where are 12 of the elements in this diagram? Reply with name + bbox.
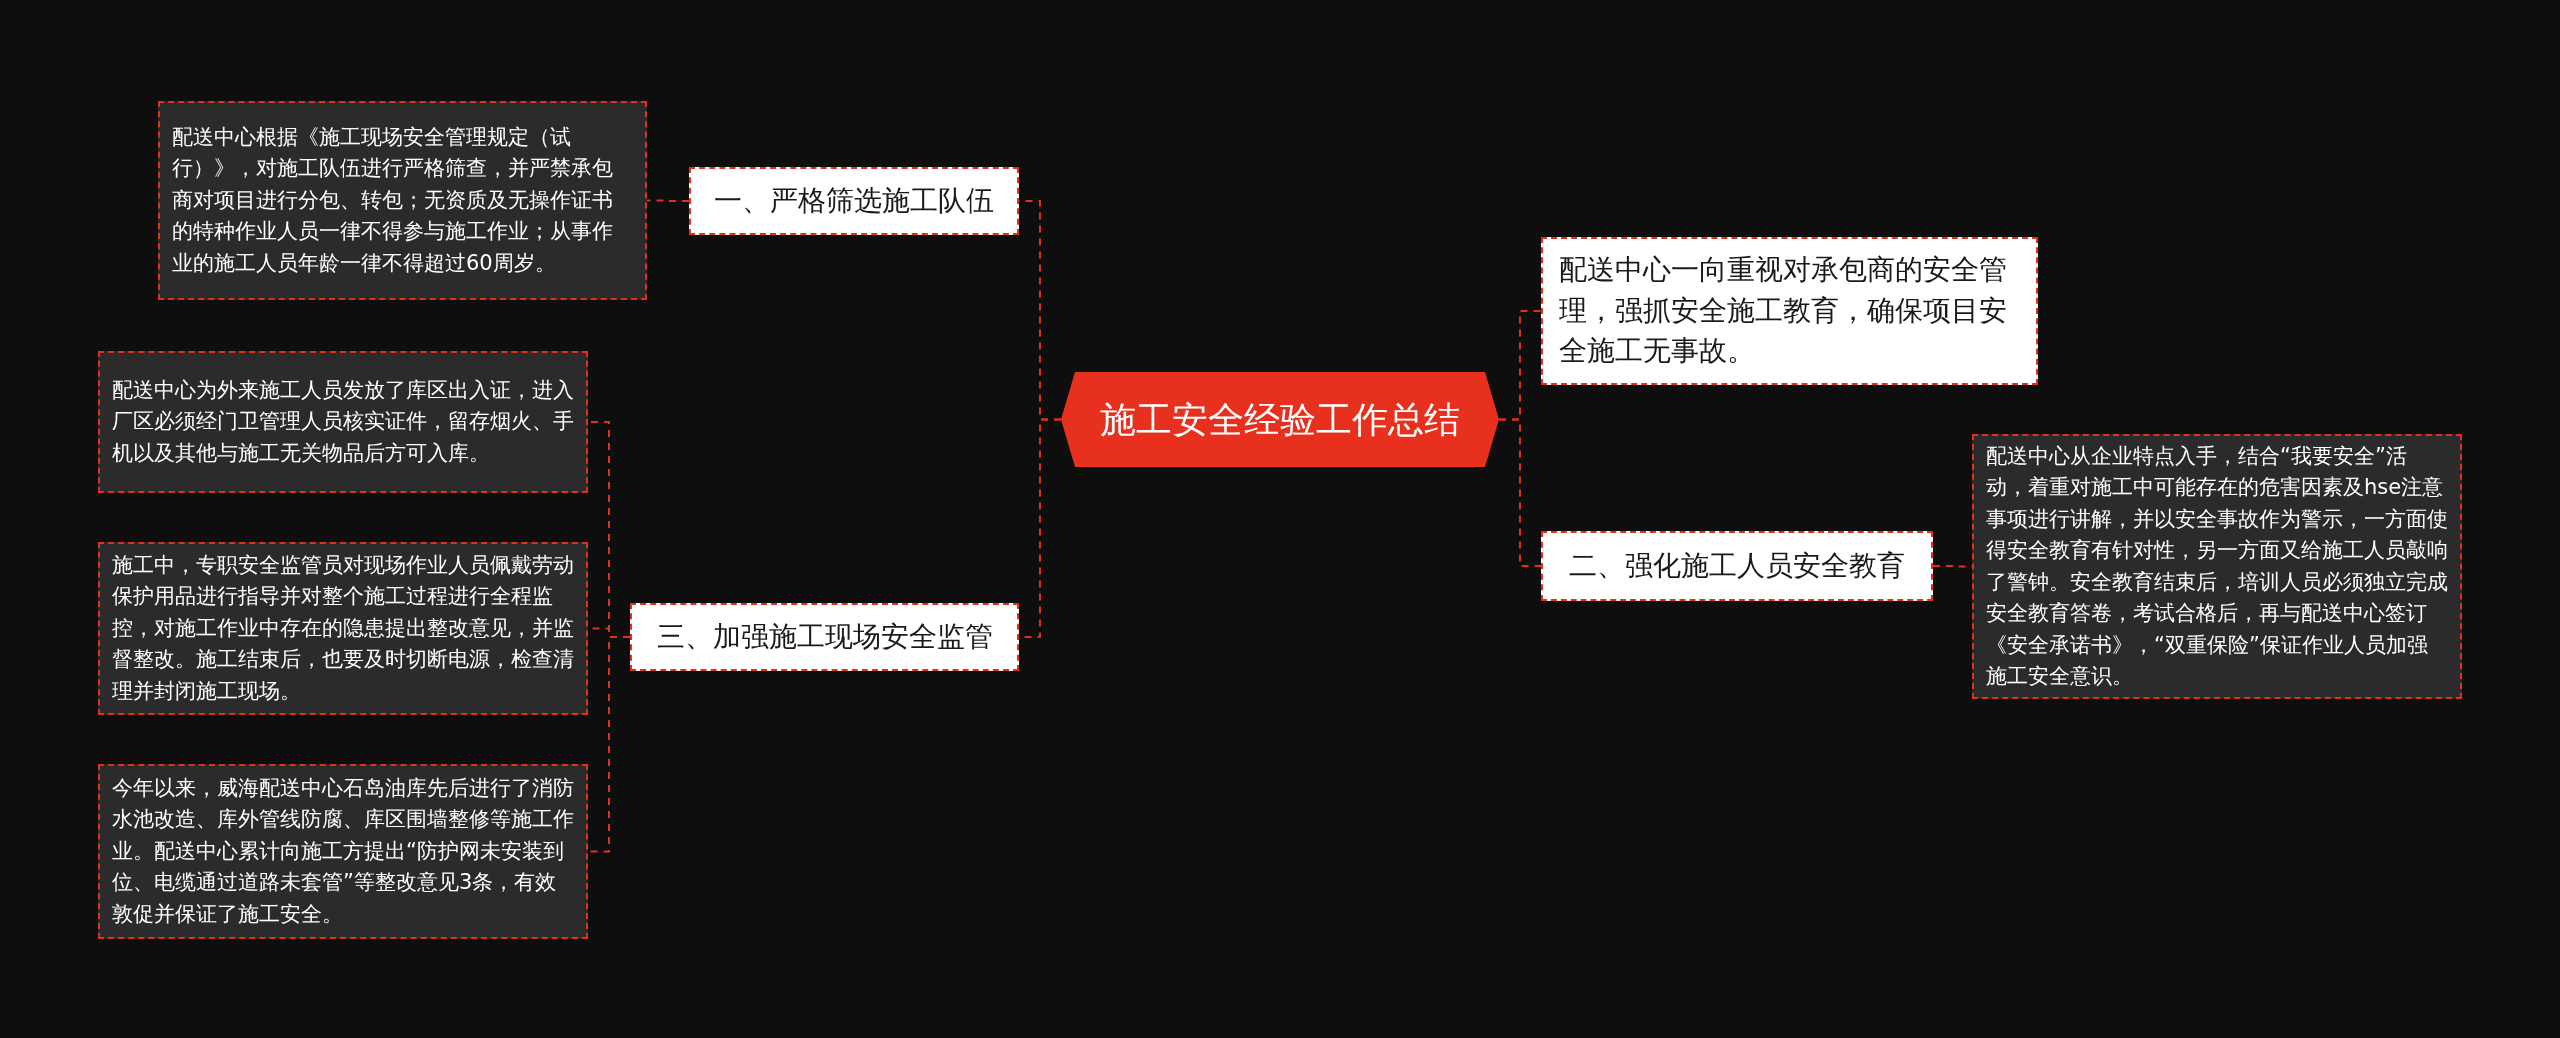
connector-line xyxy=(646,199,690,202)
topic-box: 三、加强施工现场安全监管 xyxy=(630,603,1019,671)
topic-box: 配送中心一向重视对承包商的安全管理，强抓安全施工教育，确保项目安全施工无事故。 xyxy=(1541,237,2038,385)
detail-box: 配送中心从企业特点入手，结合“我要安全”活动，着重对施工中可能存在的危害因素及hse注意事项进行讲解，并以安全事故作为警示，一方面使得安全教育有针对性，另一方面又给施工人员敲响了警钟。安全教育结束后，培训人员必须独立完成安全教育答卷，考试合格后，再与配送中心签订《安全承诺书》，“双重保险”保证作业人员加强施工安全意识。 xyxy=(1972,434,2462,699)
detail-box: 配送中心为外来施工人员发放了库区出入证，进入厂区必须经门卫管理人员核实证件，留存烟火、手机以及其他与施工无关物品后方可入库。 xyxy=(98,351,588,493)
topic-box: 一、严格筛选施工队伍 xyxy=(689,167,1019,235)
detail-box: 配送中心根据《施工现场安全管理规定（试行）》，对施工队伍进行严格筛查，并严禁承包商对项目进行分包、转包；无资质及无操作证书的特种作业人员一律不得参与施工作业；从事作业的施工人员年龄一律不得超过60周岁。 xyxy=(158,101,647,300)
connector-line xyxy=(1498,418,1542,567)
topic-box: 二、强化施工人员安全教育 xyxy=(1541,531,1933,601)
detail-box: 施工中，专职安全监管员对现场作业人员佩戴劳动保护用品进行指导并对整个施工过程进行全程监控，对施工作业中存在的隐患提出整改意见，并监督整改。施工结束后，也要及时切断电源，检查清理并封闭施工现场。 xyxy=(98,542,588,715)
detail-box: 今年以来，威海配送中心石岛油库先后进行了消防水池改造、库外管线防腐、库区围墙整修等施工作业。配送中心累计向施工方提出“防护网未安装到位、电缆通过道路未套管”等整改意见3条，有效敦促并保证了施工安全。 xyxy=(98,764,588,939)
central-topic-hexagon: 施工安全经验工作总结 xyxy=(1061,372,1499,467)
